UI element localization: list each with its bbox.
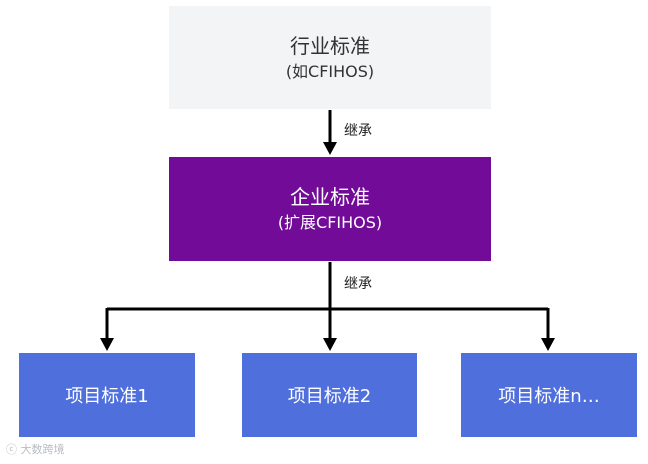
watermark-logo-icon: ⓒ xyxy=(6,443,17,456)
arrowhead-enterprise xyxy=(323,142,337,155)
enterprise-standard-box: 企业标准 (扩展CFIHOS) xyxy=(169,157,491,261)
project-label-n: 项目标准n… xyxy=(498,386,600,407)
project-label-1: 项目标准1 xyxy=(65,386,149,407)
industry-title: 行业标准 xyxy=(290,33,370,58)
edge-label-inherit-top: 继承 xyxy=(344,123,372,139)
enterprise-title: 企业标准 xyxy=(290,185,370,209)
enterprise-subtitle: (扩展CFIHOS) xyxy=(277,213,383,232)
project-label-2: 项目标准2 xyxy=(287,386,372,407)
industry-subtitle: (如CFIHOS) xyxy=(285,61,375,81)
industry-standard-box: 行业标准 (如CFIHOS) xyxy=(169,6,491,109)
project-standard-box-1: 项目标准1 xyxy=(19,353,195,437)
arrowhead-project-1 xyxy=(100,338,114,351)
watermark: ⓒ 大数跨境 xyxy=(6,441,65,457)
watermark-text: 大数跨境 xyxy=(20,443,65,456)
project-standard-box-n: 项目标准n… xyxy=(461,353,637,437)
arrowhead-project-2 xyxy=(323,338,337,351)
project-standard-box-2: 项目标准2 xyxy=(242,353,417,437)
edge-label-inherit-bottom: 继承 xyxy=(344,276,372,292)
arrowhead-project-n xyxy=(541,338,555,351)
